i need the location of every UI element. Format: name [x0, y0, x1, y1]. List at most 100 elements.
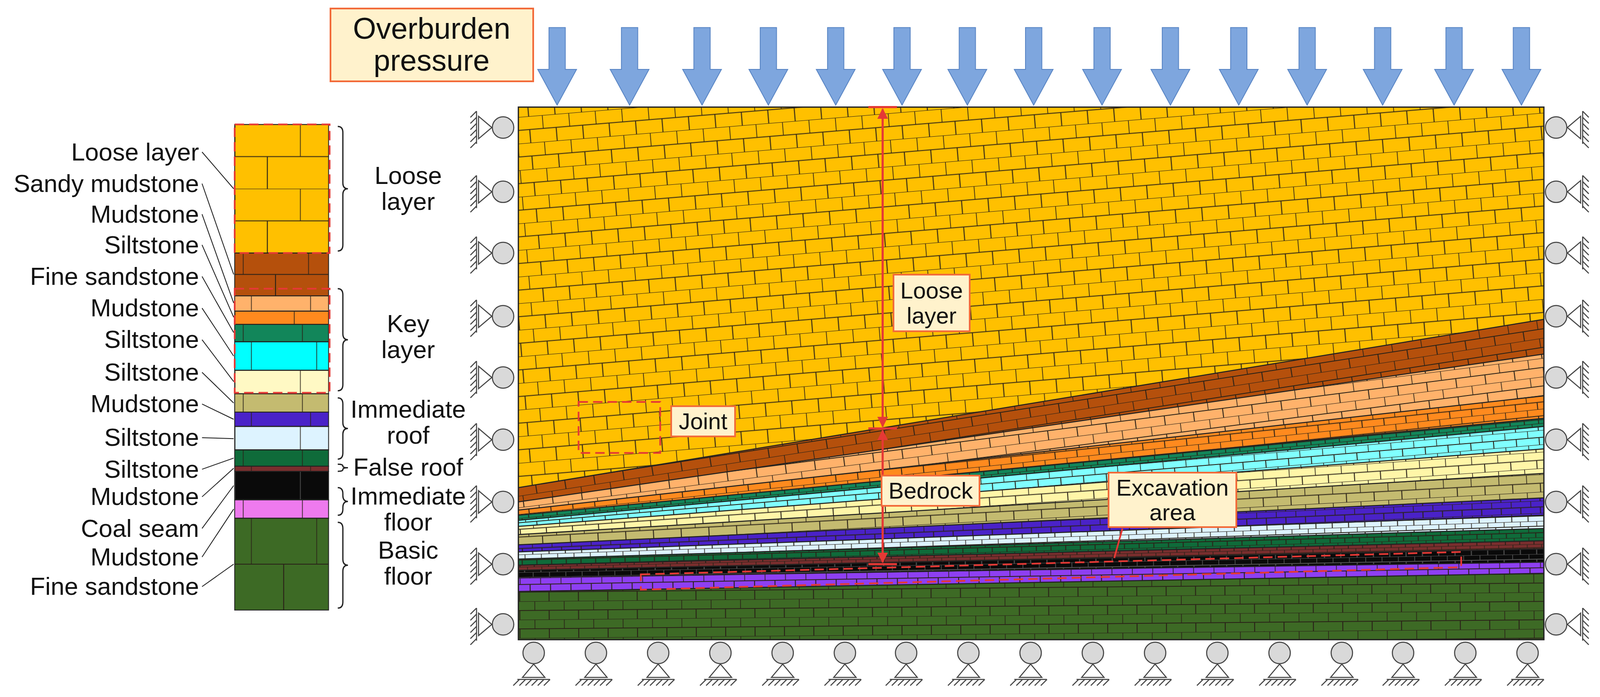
support-line — [1227, 679, 1234, 686]
support-line — [1197, 679, 1204, 686]
support-line — [768, 679, 775, 686]
support-line — [1463, 679, 1470, 686]
zone-label: Basic floor — [378, 537, 439, 590]
support-line — [1140, 679, 1147, 686]
support-roller — [834, 642, 856, 664]
support-line — [972, 679, 979, 686]
support-line — [1582, 255, 1589, 262]
support-line — [1582, 141, 1589, 148]
roller-support — [1545, 548, 1589, 585]
support-line — [916, 679, 923, 686]
support-line — [470, 491, 477, 498]
label-text: Immediate floor — [350, 483, 466, 536]
support-line — [476, 175, 478, 209]
roller-support — [470, 175, 515, 213]
support-line — [1582, 373, 1589, 380]
support-line — [476, 111, 478, 144]
support-line — [780, 679, 787, 686]
support-triangle — [1567, 116, 1581, 139]
support-roller — [1545, 366, 1567, 388]
box-text: Excavation area — [1116, 475, 1229, 526]
title-box: Overburden pressure — [329, 7, 535, 83]
support-line — [1386, 679, 1420, 681]
support-line — [575, 679, 582, 686]
layer-boundary — [518, 540, 1544, 566]
support-roller — [1268, 642, 1290, 664]
support-line — [947, 679, 954, 686]
zone-label: Loose layer — [374, 162, 442, 215]
support-line — [1582, 187, 1589, 194]
pressure-arrow — [749, 27, 788, 106]
support-triangle — [1567, 491, 1581, 514]
support-roller — [492, 491, 514, 513]
brace — [337, 522, 348, 609]
support-line — [470, 497, 477, 504]
label-text: Fine sandstone — [30, 263, 200, 290]
box-text: Overburden pressure — [353, 12, 511, 78]
support-roller — [585, 642, 607, 664]
support-line — [1325, 679, 1359, 681]
roller-support — [637, 642, 675, 686]
tick — [868, 106, 897, 109]
brace — [337, 288, 348, 391]
support-roller — [895, 642, 917, 664]
roller-support — [575, 642, 612, 686]
support-line — [1016, 679, 1023, 686]
support-line — [1511, 679, 1545, 681]
support-line — [1582, 129, 1589, 136]
support-line — [824, 679, 831, 686]
support-line — [1159, 679, 1166, 686]
support-line — [606, 679, 612, 686]
support-line — [724, 679, 731, 686]
layer-boundary — [518, 396, 1544, 511]
leader-line — [1114, 528, 1123, 558]
support-line — [470, 504, 477, 511]
support-roller — [492, 116, 514, 138]
support-triangle — [1567, 366, 1581, 389]
support-line — [531, 679, 538, 686]
support-line — [978, 679, 985, 686]
support-line — [470, 453, 477, 460]
label-text: Immediate roof — [350, 396, 466, 449]
support-line — [1103, 679, 1109, 686]
support-line — [470, 373, 477, 380]
support-roller — [1545, 305, 1567, 328]
layer-boundary — [518, 548, 1544, 571]
support-line — [470, 632, 477, 639]
column-layer — [234, 311, 329, 325]
pressure-arrow — [1014, 27, 1054, 106]
column-joints — [234, 412, 329, 427]
support-line — [1582, 306, 1589, 313]
pressure-arrow — [882, 27, 922, 106]
dashed-outline — [234, 288, 330, 393]
support-line — [1382, 679, 1389, 686]
pressure-arrow — [1082, 27, 1122, 106]
roller-support — [513, 642, 550, 686]
callout-box: Excavation area — [1107, 471, 1238, 529]
zone-label: False roof — [353, 454, 463, 481]
column-layer — [234, 450, 329, 467]
support-line — [476, 423, 478, 457]
support-line — [470, 206, 477, 213]
roller-support — [470, 548, 515, 585]
support-roller — [772, 642, 794, 664]
support-line — [1582, 385, 1589, 392]
pressure-arrow — [537, 27, 577, 106]
support-triangle — [894, 664, 918, 678]
column-joints — [234, 450, 329, 467]
support-triangle — [478, 491, 492, 514]
support-line — [476, 548, 478, 581]
pressure-arrow — [1363, 27, 1402, 106]
roller-support — [1444, 642, 1482, 686]
roller-support — [1545, 608, 1589, 645]
support-roller — [1545, 613, 1567, 635]
support-line — [470, 175, 477, 182]
support-roller — [1082, 642, 1104, 664]
support-line — [1582, 200, 1589, 207]
support-line — [1321, 679, 1328, 686]
support-line — [470, 578, 477, 585]
column-layer — [234, 412, 329, 427]
support-triangle — [478, 241, 492, 265]
support-line — [1582, 485, 1589, 492]
support-line — [470, 385, 477, 392]
